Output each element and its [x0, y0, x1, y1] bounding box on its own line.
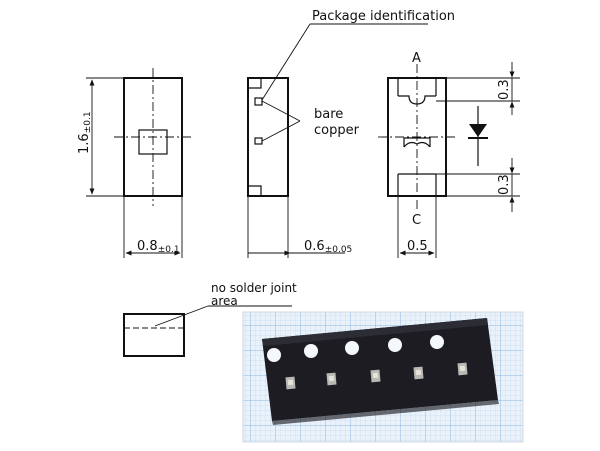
bottom-view — [378, 62, 520, 258]
cathode-label: C — [412, 213, 421, 228]
front-view — [86, 68, 192, 258]
no-solder-label-line1: no solder joint — [211, 281, 297, 295]
anode-label: A — [412, 51, 421, 66]
bare-label: bare — [314, 107, 343, 122]
side-view — [247, 23, 428, 258]
tape-photo — [243, 312, 523, 442]
header-partial: millimeters — [80, 0, 164, 1]
package-identification-label: Package identification — [312, 9, 455, 24]
pad-top-dimension: 0.3 — [497, 79, 512, 100]
width-dimension: 0.8±0.1 — [137, 239, 180, 255]
no-solder-label-line2: area — [211, 294, 238, 308]
depth-dimension: 0.6±0.05 — [304, 239, 352, 255]
no-solder-view — [123, 305, 292, 357]
pad-bottom-dimension: 0.3 — [497, 174, 512, 195]
height-dimension: 1.6±0.1 — [77, 111, 93, 154]
pad-width-dimension: 0.5 — [407, 239, 428, 254]
copper-label: copper — [314, 123, 360, 138]
